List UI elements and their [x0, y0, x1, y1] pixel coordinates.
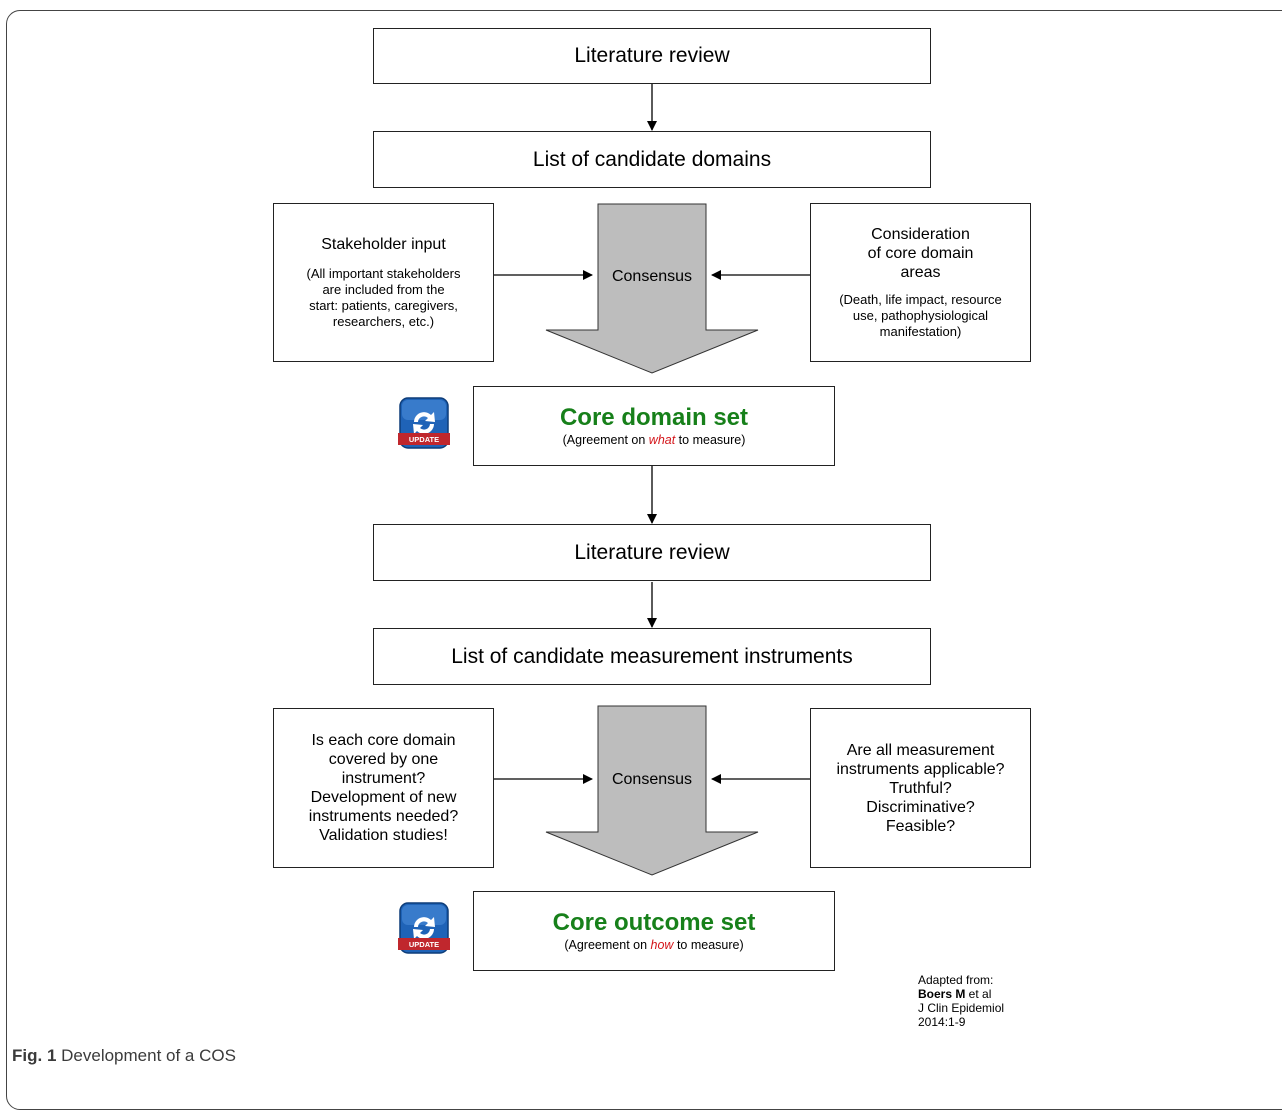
update-badge-1: UPDATE — [398, 397, 450, 449]
core-domain-set-title: Core domain set — [559, 404, 749, 431]
instruments-right-4: Discriminative? — [866, 798, 975, 816]
figure-caption-label: Fig. 1 — [12, 1046, 57, 1065]
core-outcome-set-box: Core outcome set (Agreement on how to me… — [473, 891, 835, 971]
instruments-left-2: covered by one — [328, 751, 439, 768]
literature-review-box-1: Literature review — [373, 28, 931, 84]
core-areas-note-3: manifestation) — [879, 324, 962, 339]
instruments-left-3: instrument? — [341, 770, 426, 787]
credit-line-2: Boers M et al — [918, 987, 992, 1001]
candidate-instruments-box: List of candidate measurement instrument… — [373, 628, 931, 685]
core-domain-areas-box: Consideration of core domain areas (Deat… — [810, 203, 1031, 362]
instruments-right-2: instruments applicable? — [836, 760, 1005, 778]
instrument-criteria-box: Are all measurement instruments applicab… — [810, 708, 1031, 868]
figure-caption-text: Development of a COS — [56, 1046, 236, 1065]
credit-line-3: J Clin Epidemiol — [918, 1001, 1005, 1015]
literature-review-label-1: Literature review — [574, 44, 730, 67]
core-outcome-set-subtitle: (Agreement on how to measure) — [564, 938, 744, 952]
refresh-icon-2 — [414, 917, 435, 927]
instruments-left-6: Validation studies! — [319, 827, 448, 844]
instruments-left-4: Development of new — [310, 789, 457, 806]
literature-review-label-2: Literature review — [574, 540, 730, 564]
stakeholder-title: Stakeholder input — [321, 236, 446, 253]
instruments-right-3: Truthful? — [889, 779, 952, 797]
svg-text:UPDATE: UPDATE — [409, 435, 439, 444]
candidate-domains-box: List of candidate domains — [373, 131, 931, 188]
stakeholder-note-2: are included from the — [322, 282, 445, 297]
candidate-domains-label: List of candidate domains — [532, 147, 772, 171]
core-areas-note-2: use, pathophysiological — [852, 308, 989, 323]
credit-line-4: 2014:1-9 — [918, 1015, 966, 1029]
stakeholder-note-4: researchers, etc.) — [332, 314, 435, 329]
consensus-arrow-2 — [545, 705, 759, 876]
consensus-arrow-1 — [545, 203, 759, 374]
instruments-left-1: Is each core domain — [311, 732, 456, 749]
core-outcome-set-title: Core outcome set — [552, 909, 756, 936]
core-areas-title-3: areas — [900, 264, 941, 281]
core-areas-title-2: of core domain — [867, 245, 974, 262]
stakeholder-note-1: (All important stakeholders — [306, 266, 461, 281]
instruments-right-5: Feasible? — [885, 817, 956, 835]
core-areas-note-1: (Death, life impact, resource — [839, 292, 1002, 307]
instruments-right-1: Are all measurement — [846, 741, 995, 759]
core-areas-title-1: Consideration — [871, 226, 970, 243]
instruments-left-5: instruments needed? — [308, 808, 459, 825]
consensus-label-2: Consensus — [611, 771, 693, 788]
stakeholder-note-3: start: patients, caregivers, — [309, 298, 458, 313]
literature-review-box-2: Literature review — [373, 524, 931, 581]
candidate-instruments-label: List of candidate measurement instrument… — [451, 644, 853, 668]
connectors — [494, 84, 810, 876]
credit-line-1: Adapted from: — [918, 973, 994, 987]
consensus-label-1: Consensus — [611, 268, 693, 285]
core-domain-set-subtitle: (Agreement on what to measure) — [562, 433, 746, 447]
core-domain-set-box: Core domain set (Agreement on what to me… — [473, 386, 835, 466]
figure-caption: Fig. 1 Development of a COS — [12, 1046, 236, 1066]
update-badge-2: UPDATE — [398, 902, 450, 954]
source-credit: Adapted from: Boers M et al J Clin Epide… — [918, 973, 1004, 1029]
instrument-coverage-box: Is each core domain covered by one instr… — [273, 708, 494, 868]
stakeholder-input-box: Stakeholder input (All important stakeho… — [273, 203, 494, 362]
refresh-icon-1 — [414, 412, 435, 422]
svg-text:UPDATE: UPDATE — [409, 940, 439, 949]
